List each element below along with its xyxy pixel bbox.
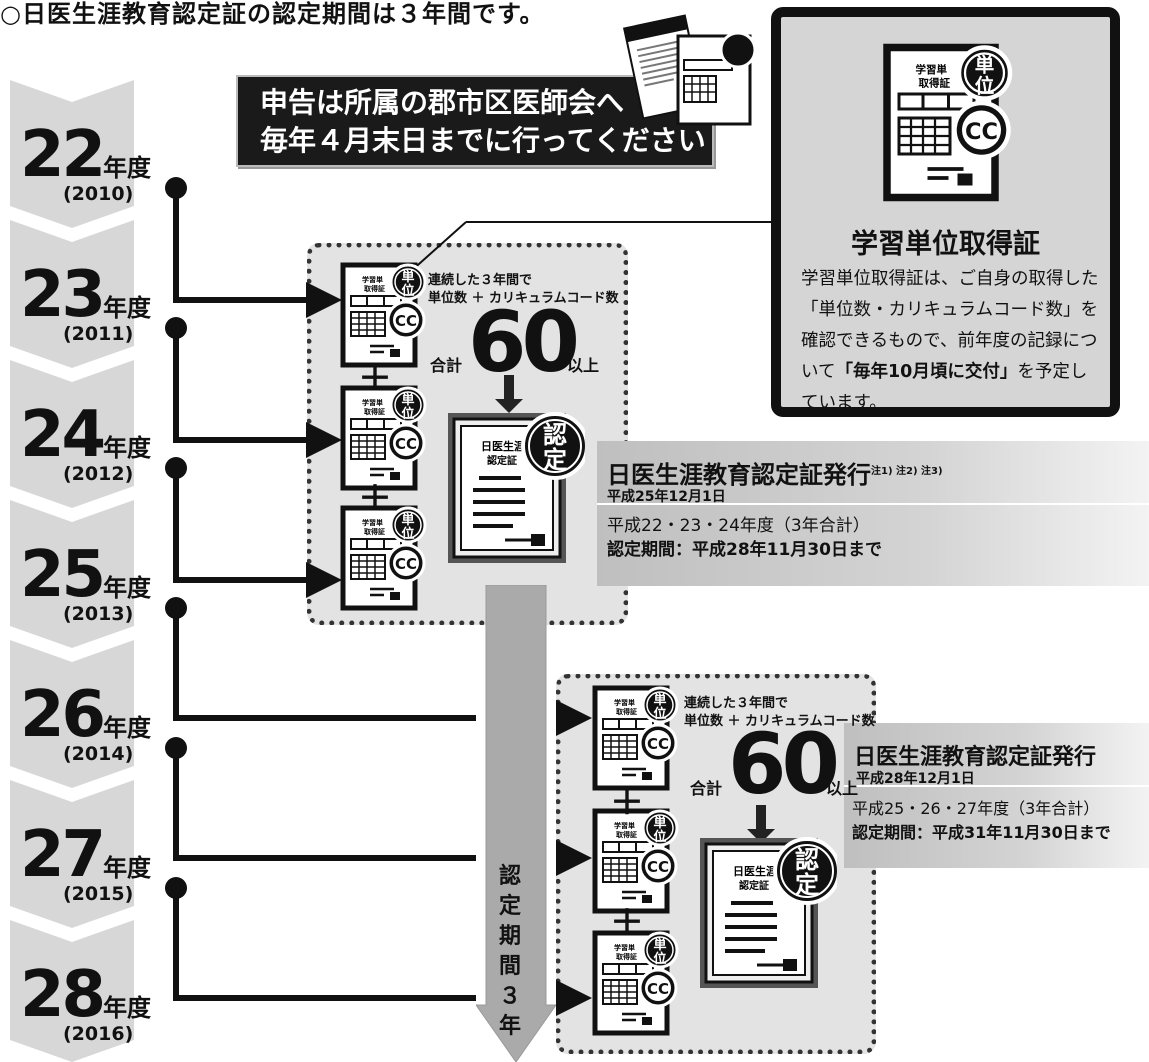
period-line: 認定期間：平成31年11月30日まで bbox=[852, 823, 1111, 842]
years-line: 平成22・23・24年度（3年合計） bbox=[607, 516, 870, 536]
year-unit: 年度 bbox=[103, 154, 152, 182]
total-prefix: 合計 bbox=[690, 779, 723, 798]
condition-line-2: 単位数 ＋ カリキュラムコード数 bbox=[428, 291, 619, 306]
booklet-icon bbox=[622, 14, 757, 126]
year-2016: 28年度 (2016) bbox=[20, 958, 170, 1045]
credit-card-icon bbox=[340, 262, 430, 372]
info-card: 学習単位取得証 学習単位取得証は、ご自身の取得した「単位数・カリキュラムコード数… bbox=[771, 7, 1120, 417]
year-unit: 年度 bbox=[103, 434, 152, 462]
plus-sign: ＋ bbox=[358, 359, 392, 399]
info-body-part-1: 学習単位取得証は、ご自身の取得した「単位数・カリキュラムコード数」を確認できるも… bbox=[801, 269, 1099, 382]
year-ad: (2015) bbox=[63, 883, 134, 905]
year-number: 28 bbox=[20, 958, 106, 1032]
period-line: 認定期間：平成28年11月30日まで bbox=[607, 540, 882, 560]
certificate-icon bbox=[445, 410, 585, 570]
page-title: ○日医生涯教育認定証の認定期間は３年間です。 bbox=[0, 0, 545, 28]
total-prefix: 合計 bbox=[430, 356, 463, 375]
year-2014: 26年度 (2014) bbox=[20, 678, 170, 765]
condition-note: 連続した３年間で 単位数 ＋ カリキュラムコード数 bbox=[684, 695, 875, 731]
condition-note: 連続した３年間で 単位数 ＋ カリキュラムコード数 bbox=[428, 272, 619, 308]
year-number: 25 bbox=[20, 538, 106, 612]
year-ad: (2012) bbox=[63, 463, 134, 485]
notice-line-1: 申告は所属の郡市区医師会へ bbox=[260, 86, 625, 119]
notice-box: 申告は所属の郡市区医師会へ 毎年４月末日までに行ってください bbox=[236, 75, 714, 167]
panel-divider bbox=[597, 503, 1149, 505]
year-2012: 24年度 (2012) bbox=[20, 398, 170, 485]
years-line: 平成25・26・27年度（3年合計） bbox=[852, 799, 1100, 818]
year-number: 24 bbox=[20, 398, 106, 472]
plus-sign: ＋ bbox=[610, 903, 644, 943]
year-unit: 年度 bbox=[103, 714, 152, 742]
year-number: 23 bbox=[20, 258, 106, 332]
year-ribbon bbox=[10, 80, 134, 1062]
total-suffix: 以上 bbox=[826, 779, 859, 798]
total-value: 60 bbox=[728, 715, 840, 813]
info-card-body: 学習単位取得証は、ご自身の取得した「単位数・カリキュラムコード数」を確認できるも… bbox=[801, 264, 1101, 419]
year-ad: (2010) bbox=[63, 183, 134, 205]
year-ad: (2016) bbox=[63, 1023, 134, 1045]
year-ad: (2013) bbox=[63, 603, 134, 625]
condition-line-1: 連続した３年間で bbox=[428, 273, 533, 288]
year-ad: (2011) bbox=[63, 323, 134, 345]
info-body-emphasis: 「毎年10月頃に交付」 bbox=[835, 362, 1018, 382]
notice-line-2: 毎年４月末日までに行ってください bbox=[260, 124, 706, 157]
info-body-part-2: を予定しています。 bbox=[801, 362, 1088, 413]
total-suffix: 以上 bbox=[567, 356, 600, 375]
issue-title-text: 日医生涯教育認定証発行 bbox=[854, 745, 1097, 770]
total-value: 60 bbox=[468, 293, 580, 391]
year-unit: 年度 bbox=[103, 854, 152, 882]
period-arrow bbox=[476, 585, 556, 1062]
credit-card-icon bbox=[875, 43, 1025, 208]
credit-card-icon bbox=[592, 685, 682, 795]
year-unit: 年度 bbox=[103, 994, 152, 1022]
year-number: 26 bbox=[20, 678, 106, 752]
year-unit: 年度 bbox=[103, 294, 152, 322]
info-card-title: 学習単位取得証 bbox=[851, 229, 1040, 260]
issue-title-text: 日医生涯教育認定証発行 bbox=[607, 461, 871, 489]
condition-line-1: 連続した３年間で bbox=[684, 696, 789, 711]
year-2011: 23年度 (2011) bbox=[20, 258, 170, 345]
plus-sign: ＋ bbox=[358, 479, 392, 519]
credit-card-icon bbox=[592, 930, 682, 1040]
panel-divider bbox=[844, 785, 1149, 787]
year-2010: 22年度 (2010) bbox=[20, 118, 170, 205]
year-number: 27 bbox=[20, 818, 106, 892]
issue-date: 平成25年12月1日 bbox=[607, 489, 726, 505]
issue-title: 日医生涯教育認定証発行 bbox=[854, 739, 1096, 771]
certificate-icon bbox=[697, 835, 837, 995]
year-number: 22 bbox=[20, 118, 106, 192]
issue-panel-1: 日医生涯教育認定証発行注1) 注2) 注3) 平成25年12月1日 平成22・2… bbox=[597, 441, 1149, 586]
credit-card-icon bbox=[592, 808, 682, 918]
year-2013: 25年度 (2013) bbox=[20, 538, 170, 625]
plus-sign: ＋ bbox=[610, 783, 644, 823]
issue-date: 平成28年12月1日 bbox=[856, 771, 975, 787]
year-ad: (2014) bbox=[63, 743, 134, 765]
issue-title: 日医生涯教育認定証発行注1) 注2) 注3) bbox=[607, 455, 943, 490]
issue-notes: 注1) 注2) 注3) bbox=[871, 466, 943, 477]
year-2015: 27年度 (2015) bbox=[20, 818, 170, 905]
credit-card-icon bbox=[340, 505, 430, 615]
year-unit: 年度 bbox=[103, 574, 152, 602]
condition-line-2: 単位数 ＋ カリキュラムコード数 bbox=[684, 714, 875, 729]
issue-panel-2: 日医生涯教育認定証発行 平成28年12月1日 平成25・26・27年度（3年合計… bbox=[844, 723, 1149, 868]
period-label: 認定期間３年 bbox=[498, 864, 521, 1039]
